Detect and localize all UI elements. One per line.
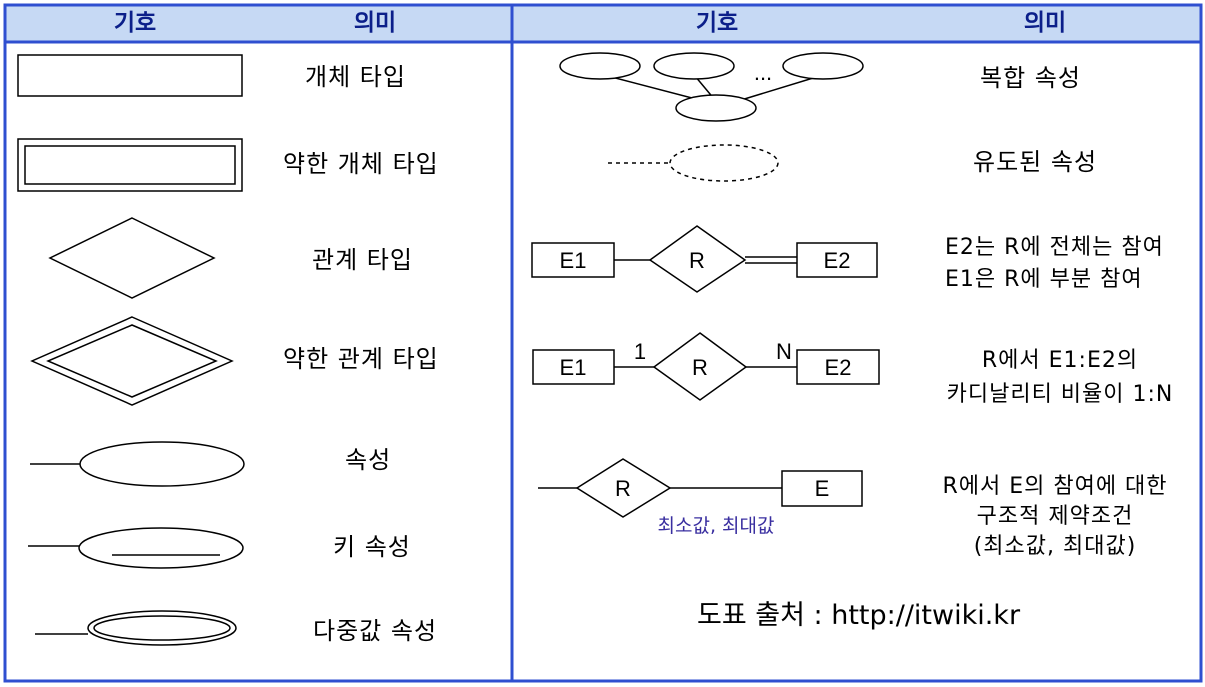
cardinality-r-label: R: [692, 355, 708, 380]
key-attribute-symbol: [28, 527, 244, 569]
meaning-weak-relationship-type: 약한 관계 타입: [283, 345, 439, 373]
meaning-attribute: 속성: [345, 446, 392, 474]
participation-e1-label: E1: [560, 248, 587, 273]
left-meaning-header: 의미: [353, 10, 397, 36]
weak-relationship-type-symbol: [30, 316, 234, 406]
structural-constraint-symbol: [538, 458, 863, 518]
participation-symbol: [531, 225, 878, 293]
participation-r-label: R: [689, 248, 705, 273]
structural-minmax-note: 최소값, 최대값: [658, 515, 775, 537]
left-symbol-header: 기호: [113, 10, 157, 36]
composite-ellipsis: ...: [754, 60, 772, 85]
meaning-structural-line1: R에서 E의 참여에 대한: [942, 474, 1168, 499]
right-meaning-header: 의미: [1023, 10, 1067, 36]
meaning-multivalued-attribute: 다중값 속성: [313, 617, 438, 645]
attribute-symbol: [30, 441, 245, 487]
meaning-relationship-type: 관계 타입: [312, 246, 413, 274]
meaning-derived-attribute: 유도된 속성: [973, 148, 1098, 176]
meaning-structural-line3: (최소값, 최대값): [973, 534, 1137, 559]
relationship-type-symbol: [48, 217, 216, 299]
cardinality-e2-label: E2: [825, 355, 852, 380]
entity-type-symbol: [17, 54, 243, 97]
meaning-cardinality-line1: R에서 E1:E2의: [981, 348, 1139, 373]
cardinality-one-label: 1: [634, 339, 646, 364]
composite-attribute-symbol: [559, 52, 864, 122]
right-symbol-header: 기호: [695, 10, 739, 36]
source-caption: 도표 출처 : http://itwiki.kr: [697, 600, 1021, 631]
participation-e2-label: E2: [824, 248, 851, 273]
meaning-entity-type: 개체 타입: [305, 63, 406, 91]
cardinality-e1-label: E1: [560, 355, 587, 380]
meaning-weak-entity-type: 약한 개체 타입: [283, 150, 439, 178]
meaning-cardinality-line2: 카디날리티 비율이 1:N: [946, 382, 1174, 407]
weak-entity-type-symbol: [17, 138, 243, 192]
cardinality-symbol: [532, 332, 880, 401]
structural-e-label: E: [815, 476, 830, 501]
multivalued-attribute-symbol: [35, 610, 237, 646]
meaning-composite-attribute: 복합 속성: [980, 64, 1081, 92]
derived-attribute-symbol: [608, 144, 779, 182]
header-band: [5, 5, 1201, 42]
table-frame: [3, 3, 1203, 683]
meaning-key-attribute: 키 속성: [333, 533, 411, 561]
meaning-structural-line2: 구조적 제약조건: [976, 504, 1134, 529]
meaning-participation-line1: E2는 R에 전체는 참여: [945, 235, 1164, 260]
cardinality-n-label: N: [776, 339, 792, 364]
structural-r-label: R: [615, 476, 631, 501]
meaning-participation-line2: E1은 R에 부분 참여: [945, 267, 1143, 292]
